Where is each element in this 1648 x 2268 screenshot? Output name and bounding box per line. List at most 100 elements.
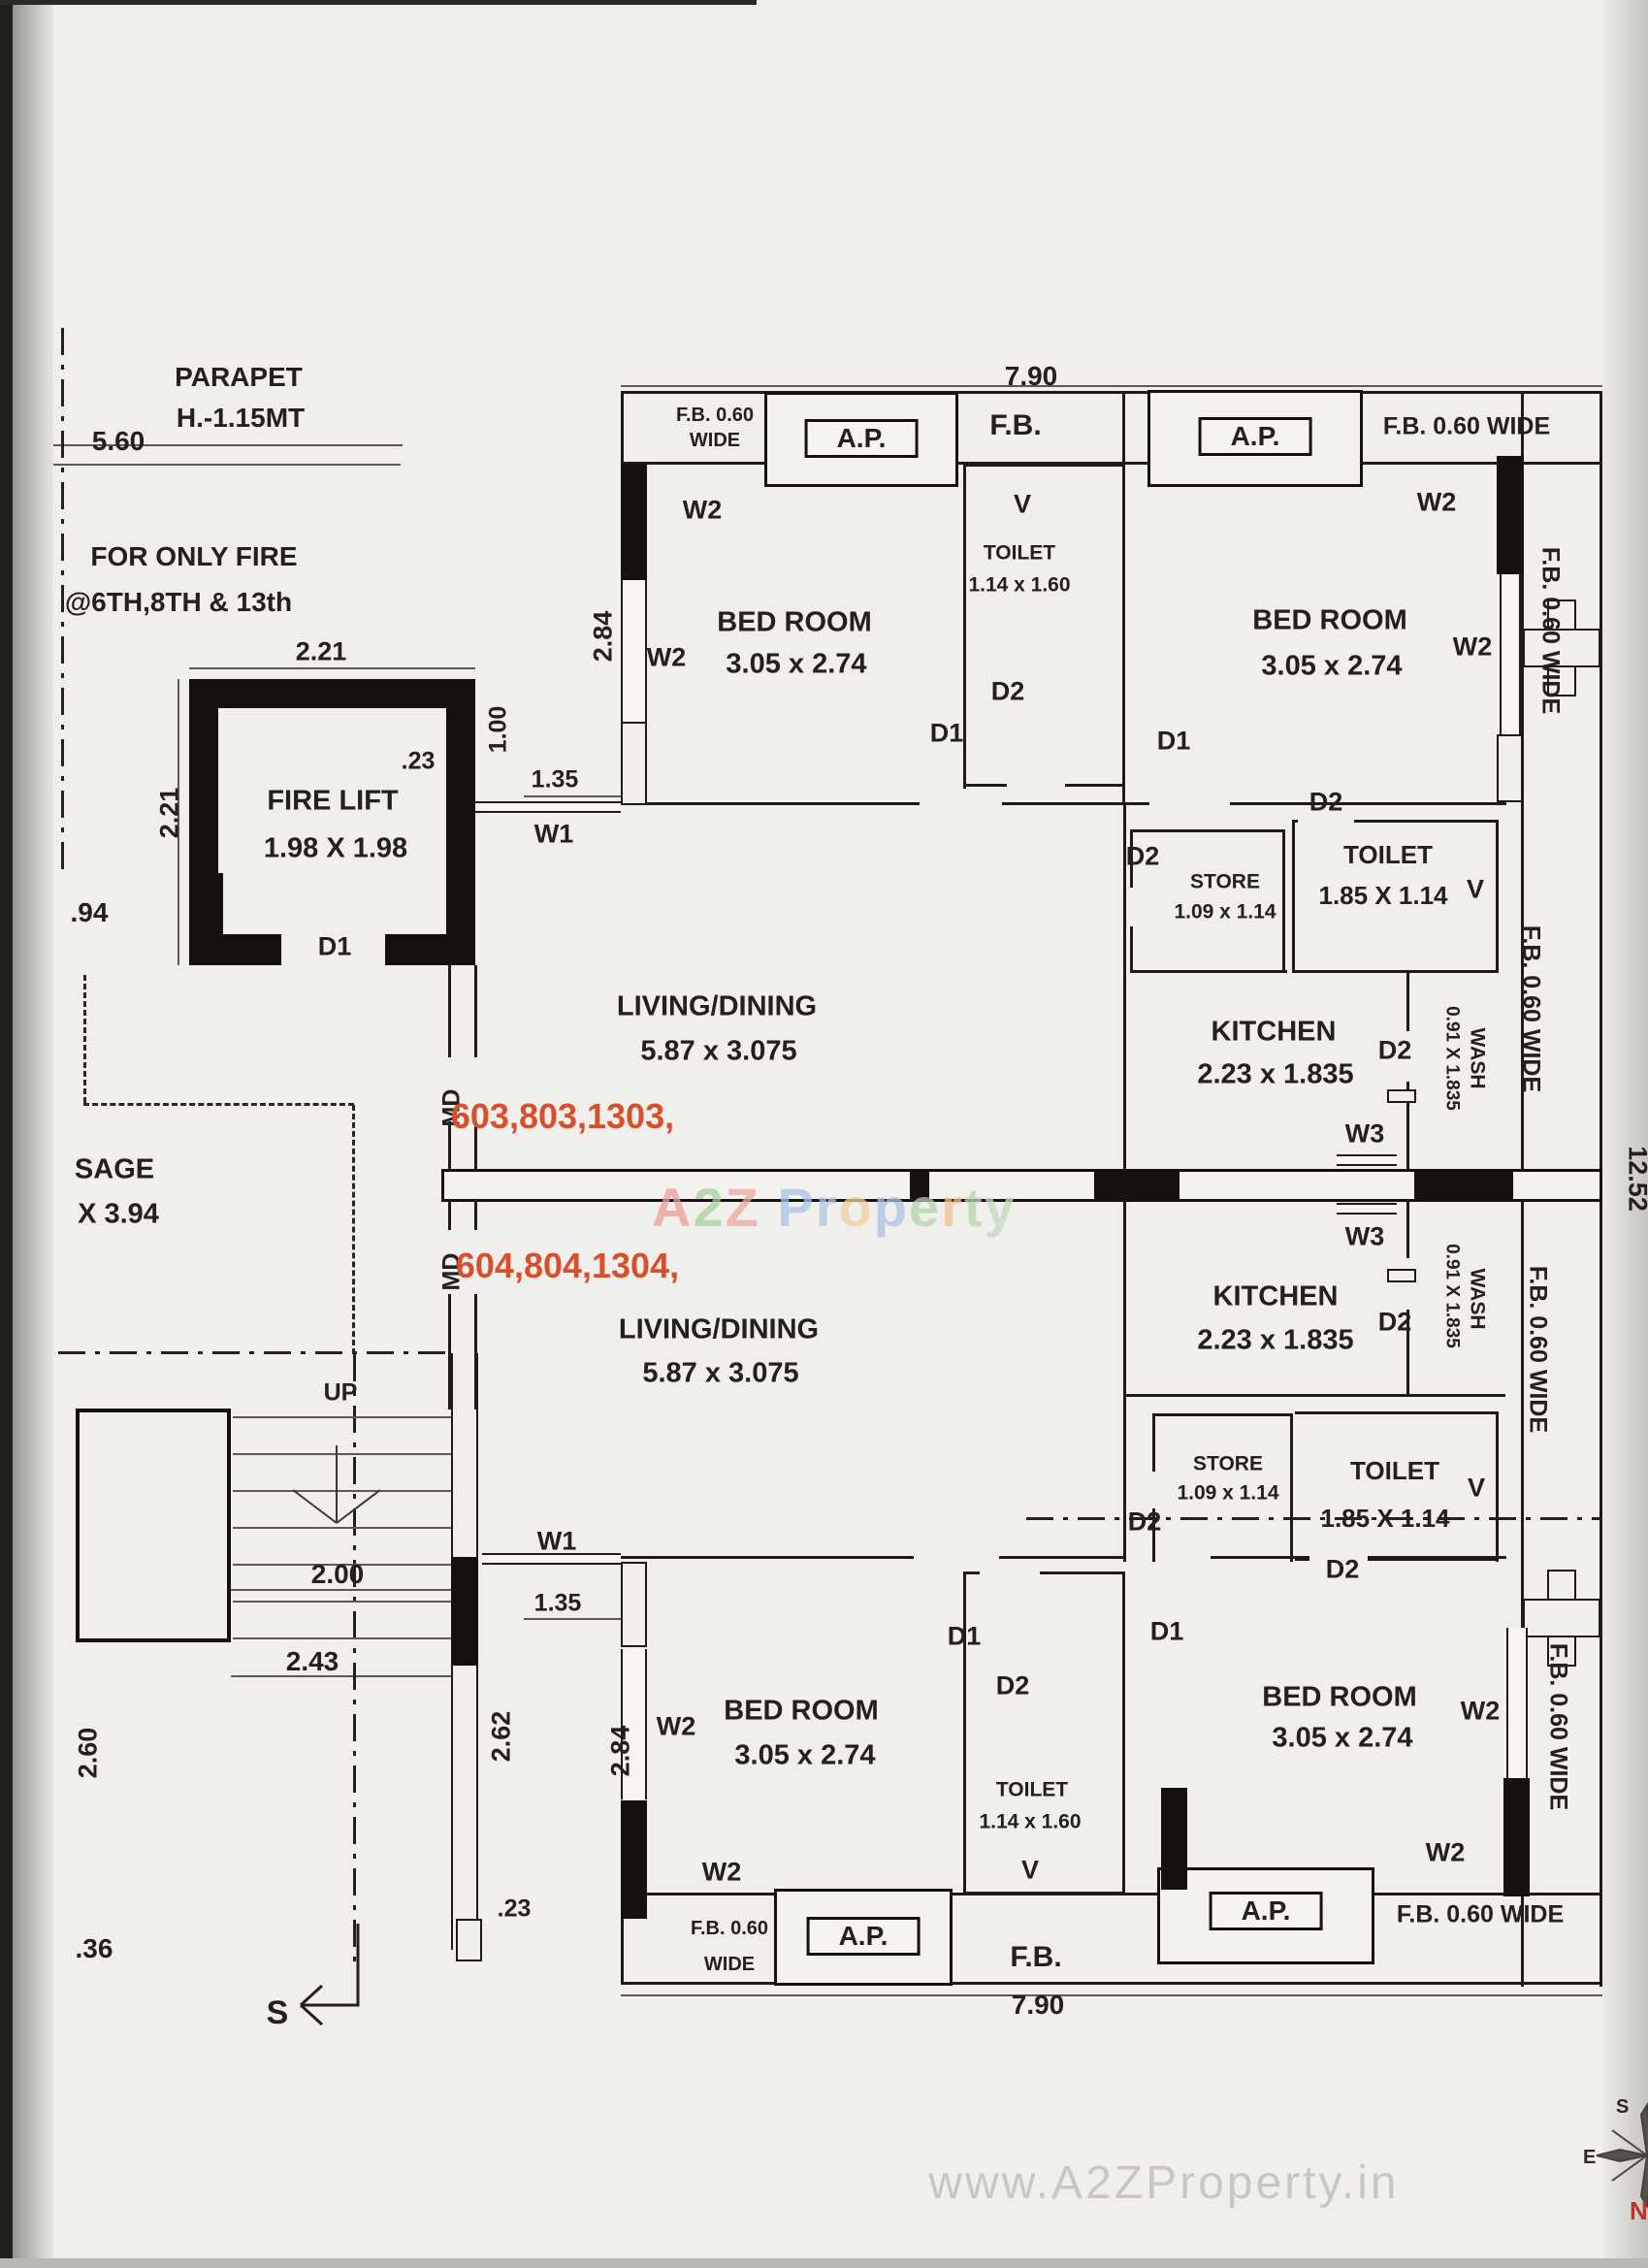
door-d2-toilet2-top: D2 xyxy=(1309,787,1343,817)
kitchen-top-size: 2.23 x 1.835 xyxy=(1197,1058,1354,1090)
balcony-outer-wall xyxy=(621,391,1602,394)
bedroom-bottom-wall xyxy=(621,1893,1602,1895)
dim-023-lift: .23 xyxy=(401,747,436,775)
kitchen-wall xyxy=(1123,1200,1126,1562)
wash-window xyxy=(1387,1269,1416,1282)
window-w2-br-upper: W2 xyxy=(1460,1696,1501,1726)
door-d2-store-top: D2 xyxy=(1125,841,1160,871)
window-w2-tr-lower: W2 xyxy=(1452,632,1493,662)
stair-tread xyxy=(233,1601,451,1603)
wash-top-size: 0.91 X 1.835 xyxy=(1441,1006,1463,1111)
door-d1-firelift: D1 xyxy=(317,931,352,961)
watermark-url: www.A2ZProperty.in xyxy=(928,2157,1400,2209)
dashed-line-stair-axis xyxy=(353,1354,356,1969)
wall-line xyxy=(448,1200,451,1409)
door-opening xyxy=(1298,818,1354,825)
watermark-letter: e xyxy=(908,1177,942,1238)
door-md-opening-top xyxy=(444,1057,481,1121)
toilet2-wall xyxy=(1295,1411,1499,1414)
dim-2-21-left: 2.21 xyxy=(154,787,184,839)
wash-wall xyxy=(1406,1310,1409,1394)
fire-lift-interior xyxy=(218,708,446,936)
living-bottom-size: 5.87 x 3.075 xyxy=(642,1357,799,1389)
window-w2-tl-lower: W2 xyxy=(646,642,687,672)
store-wall xyxy=(1152,1413,1293,1416)
fb-label-tl-1: F.B. 0.60 xyxy=(675,405,755,426)
wash-wall xyxy=(1406,1082,1409,1171)
bedroom-top-wall xyxy=(621,1556,914,1559)
door-d1-bed-tr: D1 xyxy=(1156,726,1191,756)
dashed-line xyxy=(61,328,64,871)
south-letter: S xyxy=(266,1994,289,2031)
dim-line-7-90-top xyxy=(621,385,1602,387)
store-top-name: STORE xyxy=(1190,870,1260,893)
toilet2-wall xyxy=(1295,1558,1499,1561)
bedroom-tr-name: BED ROOM xyxy=(1252,604,1407,636)
toilet-bottom-size: 1.14 x 1.60 xyxy=(979,1810,1082,1833)
watermark-letter: p xyxy=(873,1177,909,1238)
stair-tread xyxy=(233,1564,451,1566)
door-d2-toilet2-bottom: D2 xyxy=(1325,1554,1360,1584)
parapet-label-2: H.-1.15MT xyxy=(176,403,306,433)
toilet-wall xyxy=(1065,784,1125,787)
scan-edge-left-black xyxy=(0,0,13,2268)
dim-1-00: 1.00 xyxy=(484,705,512,754)
dim-5-60: 5.60 xyxy=(91,426,145,456)
fb-label-tl-2: WIDE xyxy=(689,430,741,451)
window-w1 xyxy=(475,801,621,813)
door-d2-kitchen-bottom: D2 xyxy=(1377,1307,1412,1337)
toilet-wall xyxy=(1122,391,1125,803)
dashed-line xyxy=(352,1105,355,1354)
dim-2-43: 2.43 xyxy=(285,1646,339,1676)
watermark-letter: r xyxy=(941,1177,964,1238)
wall-line xyxy=(621,391,624,465)
dim-094: .94 xyxy=(70,897,109,927)
toilet2-wall xyxy=(1292,820,1499,823)
stair-tread xyxy=(233,1416,451,1418)
dashed-line-toilet-axis xyxy=(1026,1517,1647,1520)
door-opening xyxy=(1309,1556,1368,1563)
toilet-wall xyxy=(963,1571,1125,1574)
watermark-a2z-property: A2Z Property xyxy=(652,1176,1017,1239)
wall-black xyxy=(451,1557,478,1666)
stair-tread xyxy=(233,1527,451,1529)
vent-v-toilet2-top: V xyxy=(1466,874,1485,904)
unit-numbers-top: 603,803,1303, xyxy=(450,1096,675,1136)
wall-line xyxy=(1002,802,1125,805)
dim-136: .36 xyxy=(75,1933,113,1963)
vent-v-toilet-bottom: V xyxy=(1020,1855,1040,1885)
wall-line xyxy=(1125,802,1149,805)
watermark-letter: r xyxy=(815,1177,839,1238)
bedroom-br-name: BED ROOM xyxy=(1262,1681,1417,1713)
dividing-wall-black xyxy=(1094,1169,1179,1202)
dim-line-1-35-top xyxy=(524,795,621,797)
south-arrow xyxy=(299,1924,360,2026)
toilet-wall xyxy=(963,464,1125,467)
watermark-letter: A xyxy=(652,1177,694,1238)
wall-black xyxy=(621,464,647,580)
wall-line xyxy=(621,1893,624,1985)
dim-7-90-top: 7.90 xyxy=(1004,361,1058,391)
bedroom-tl-name: BED ROOM xyxy=(717,606,872,638)
watermark-letter: Z xyxy=(725,1177,760,1238)
wall-black xyxy=(1161,1788,1187,1890)
toilet2-wall xyxy=(1292,970,1499,973)
watermark-letter: t xyxy=(963,1177,985,1238)
dim-line xyxy=(17,464,401,466)
dim-12-52: 12.52 xyxy=(1623,1146,1648,1212)
store-wall xyxy=(1282,829,1285,973)
store-wall xyxy=(1290,1413,1293,1562)
scan-edge-left-shadow xyxy=(13,0,53,2268)
fire-lift-door-opening xyxy=(279,934,386,967)
toilet-top-name: TOILET xyxy=(983,541,1056,565)
toilet-wall xyxy=(963,464,966,789)
toilet2-bottom-size: 1.85 X 1.14 xyxy=(1320,1504,1450,1533)
wall-line xyxy=(474,1200,477,1409)
stair-tread xyxy=(233,1490,451,1492)
fire-lift-name: FIRE LIFT xyxy=(267,785,399,817)
fire-note-1: FOR ONLY FIRE xyxy=(90,541,298,571)
store-wall xyxy=(1152,1413,1155,1472)
toilet-top-size: 1.14 x 1.60 xyxy=(968,573,1071,597)
dim-1-35-bottom: 1.35 xyxy=(533,1589,582,1617)
